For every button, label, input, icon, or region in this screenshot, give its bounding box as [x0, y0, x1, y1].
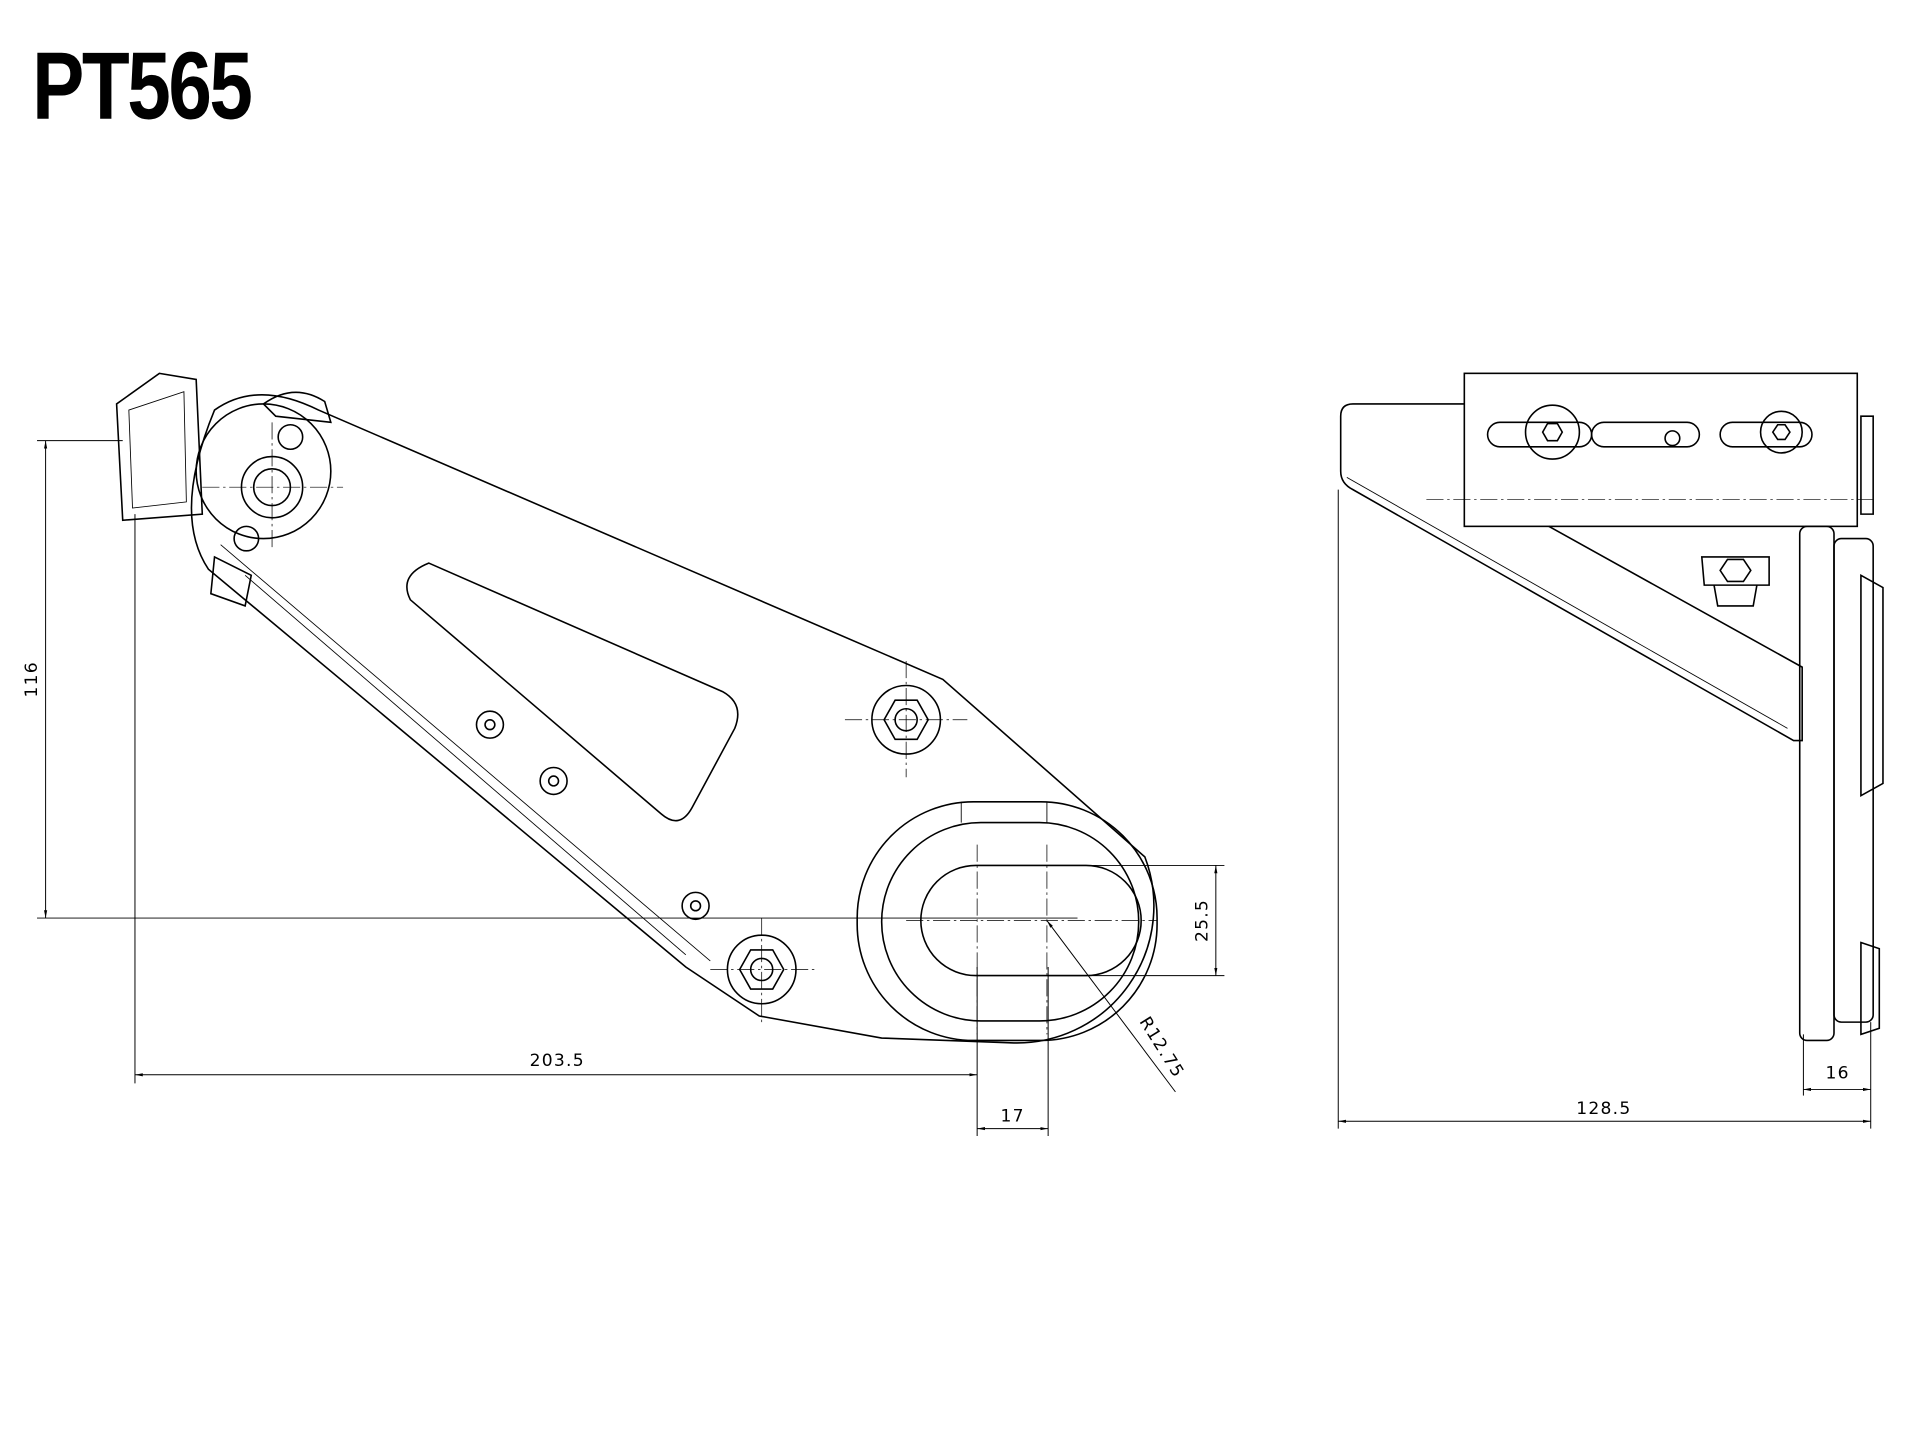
- dim-203-5: 203.5: [530, 1051, 585, 1071]
- dim-128-5: 128.5: [1576, 1099, 1631, 1119]
- part-number-title: PT565: [32, 32, 253, 139]
- dim-116: 116: [22, 661, 42, 697]
- dim-25-5: 25.5: [1192, 899, 1212, 942]
- dimension-lines-front: [1337, 489, 1872, 1129]
- dim-16: 16: [1826, 1063, 1850, 1083]
- dimension-lines-side: [37, 440, 1225, 1136]
- dim-17: 17: [1001, 1106, 1025, 1126]
- front-view-bracket: [1339, 372, 1884, 1042]
- side-view-bracket: [115, 372, 1158, 1044]
